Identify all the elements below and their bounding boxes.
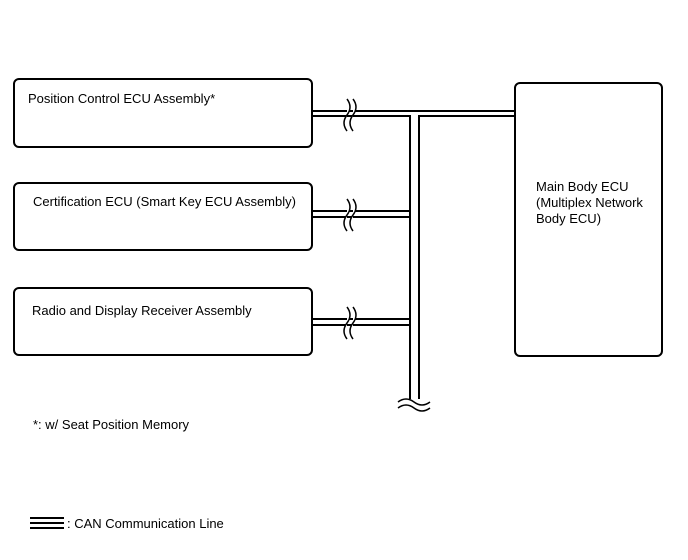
- main-body-ecu-label-line-2: (Multiplex Network: [536, 195, 643, 210]
- can-line-top-inner: [312, 115, 411, 399]
- legend-can-label: : CAN Communication Line: [67, 516, 224, 531]
- radio-display-receiver-label: Radio and Display Receiver Assembly: [32, 303, 252, 318]
- can-bus-lines: [312, 110, 515, 399]
- main-body-ecu-box: [514, 82, 663, 357]
- break-mark-radio: [343, 306, 357, 340]
- main-body-ecu-label-line-1: Main Body ECU: [536, 179, 628, 194]
- legend-can-symbol: [30, 517, 64, 529]
- position-control-ecu-label: Position Control ECU Assembly*: [28, 91, 215, 106]
- line-break-marks: [343, 98, 431, 412]
- position-control-ecu-box: [13, 78, 313, 148]
- break-mark-cert: [343, 198, 357, 232]
- main-body-ecu-label: Main Body ECU (Multiplex Network Body EC…: [536, 179, 647, 226]
- footnote-seat-position-memory: *: w/ Seat Position Memory: [33, 417, 190, 432]
- main-body-ecu-label-line-3: Body ECU): [536, 211, 601, 226]
- can-line-top-inner-right: [418, 115, 515, 399]
- break-mark-top: [343, 98, 357, 132]
- certification-ecu-label: Certification ECU (Smart Key ECU Assembl…: [33, 194, 296, 209]
- radio-display-receiver-box: [13, 287, 313, 356]
- break-mark-bottom: [397, 398, 431, 412]
